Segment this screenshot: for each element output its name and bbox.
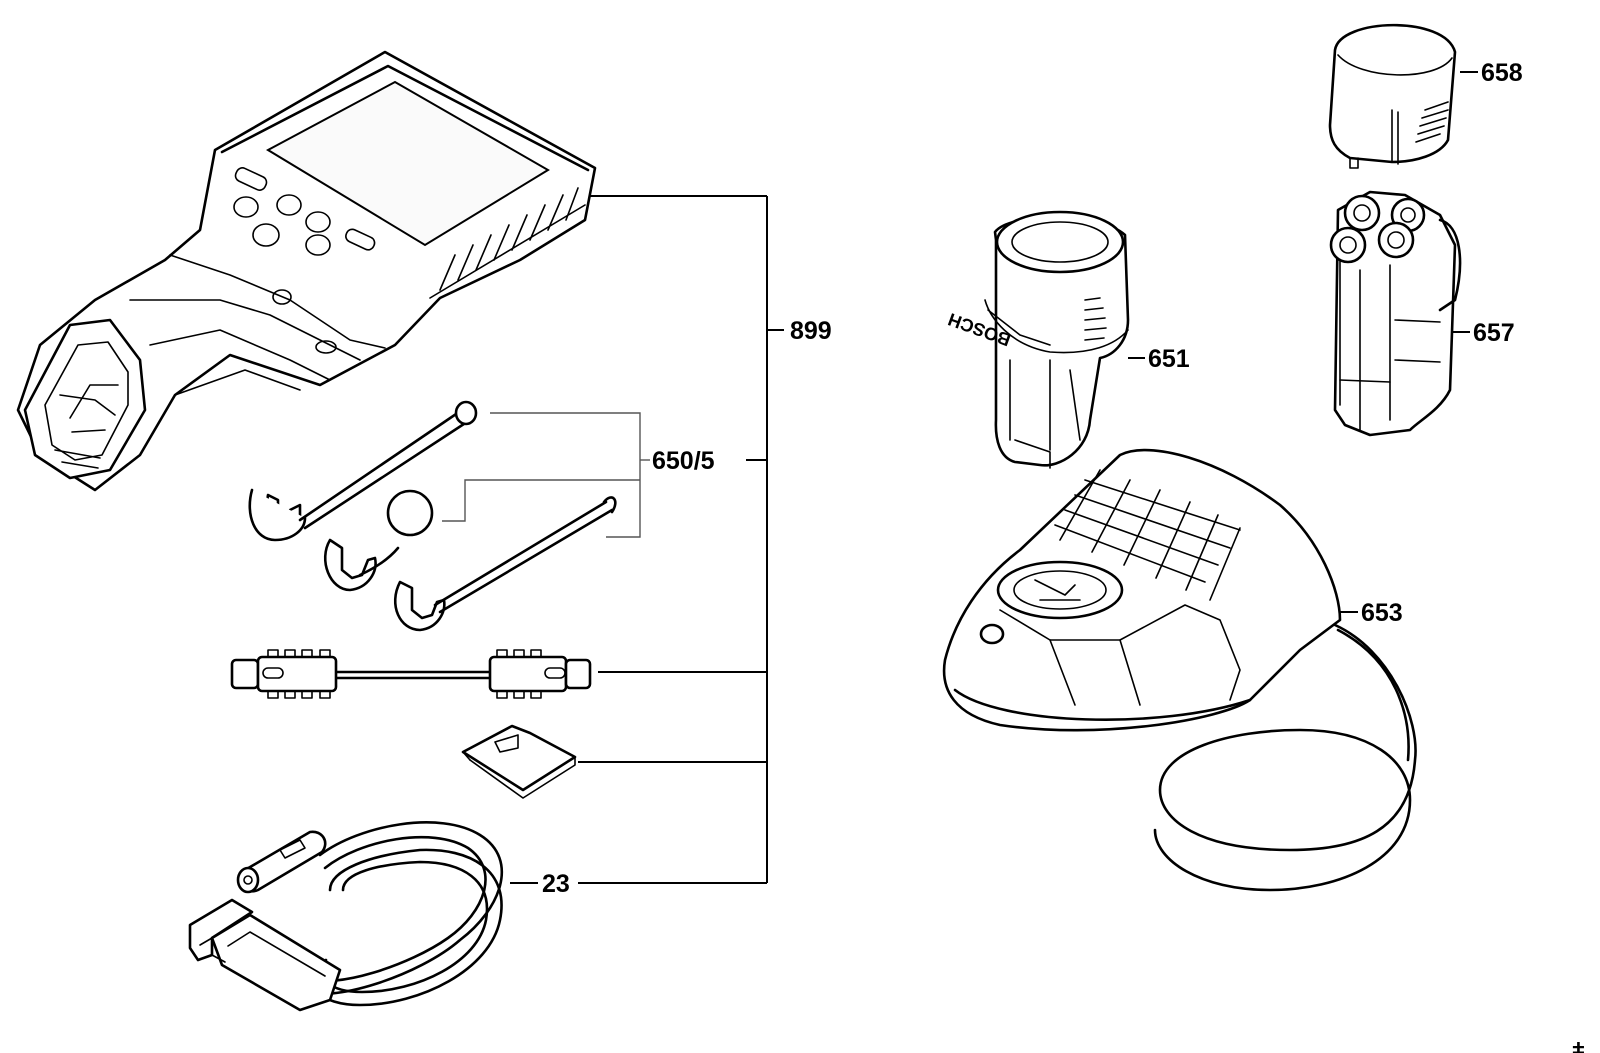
- leader-650-5: [442, 412, 650, 538]
- charger-led: [979, 623, 1005, 645]
- attachment-hook: [248, 400, 478, 542]
- battery-cell-holder: [1329, 190, 1462, 437]
- display-screen: [265, 80, 550, 247]
- charger-vents: [1054, 469, 1241, 601]
- part-label-657: 657: [1473, 319, 1515, 347]
- battery-cover-cap: [1328, 23, 1457, 169]
- camera-tip: [236, 830, 327, 894]
- battery-charger: [942, 448, 1417, 892]
- probe-receiver: [23, 318, 147, 480]
- video-cable: [230, 649, 592, 699]
- battery-pack-12v: BOSCH: [945, 210, 1130, 469]
- leader-899: [578, 195, 784, 884]
- charger-socket: [996, 560, 1124, 620]
- grip-ribs: [429, 187, 586, 299]
- part-label-650-5: 650/5: [652, 447, 715, 475]
- imager-probe-cable: [188, 821, 504, 1012]
- part-label-653: 653: [1361, 599, 1403, 627]
- part-label-651: 651: [1148, 345, 1190, 373]
- camera-handheld-unit: [16, 50, 597, 492]
- control-buttons: [233, 167, 376, 256]
- probe-plug: [188, 898, 342, 1012]
- charger-power-cord: [1153, 623, 1417, 892]
- sd-memory-card: [461, 724, 577, 799]
- part-label-658: 658: [1481, 59, 1523, 87]
- attachment-magnet: [394, 496, 617, 632]
- corner-mark: ǂ: [1572, 1038, 1585, 1053]
- inspection-mirror: [386, 489, 434, 537]
- part-label-899: 899: [790, 317, 832, 345]
- attachment-mirror: [324, 489, 434, 592]
- part-label-23: 23: [542, 870, 570, 898]
